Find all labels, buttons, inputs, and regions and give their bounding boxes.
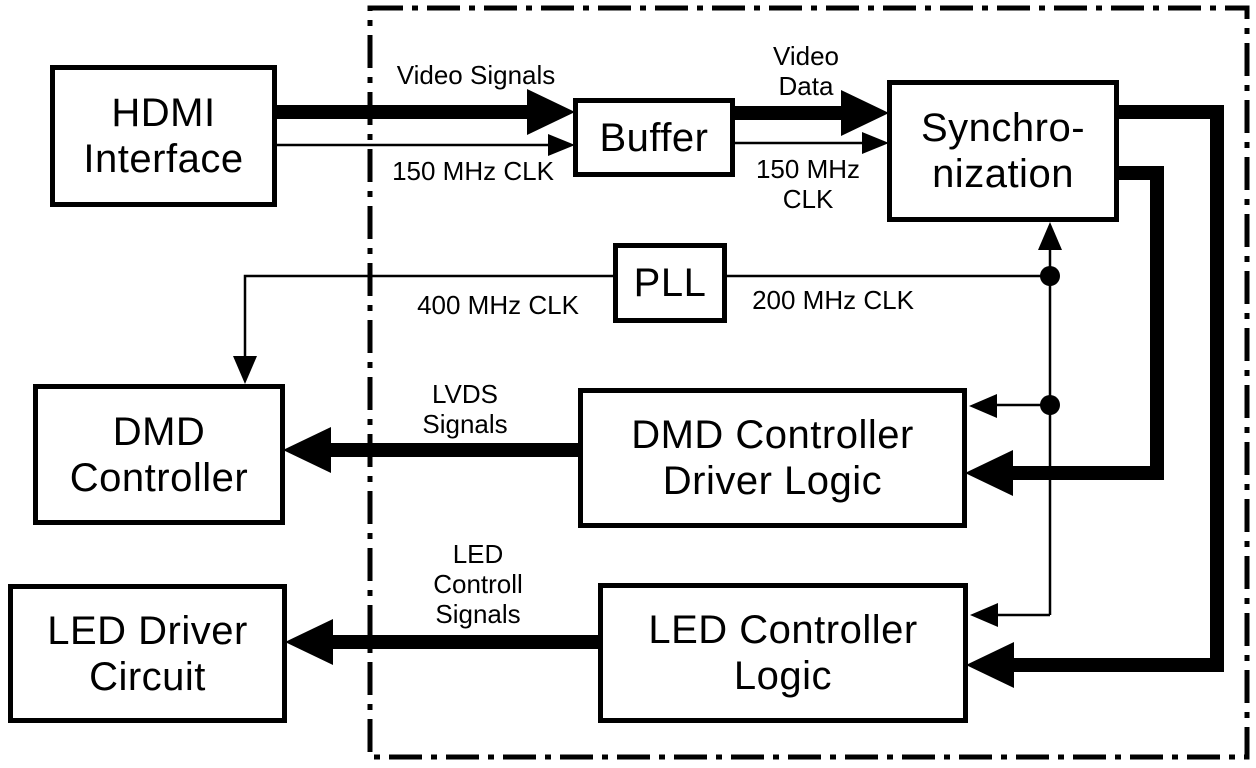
label-led-control-signals: LED Controll Signals [433, 539, 523, 629]
label-clk150-left: 150 MHz CLK [392, 156, 554, 187]
label-clk150-right: 150 MHz CLK [755, 154, 861, 214]
edge-sync-to-led-logic-arrowhead [966, 642, 1014, 688]
label-clk400: 400 MHz CLK [417, 290, 579, 321]
edge-clk200-to-sync-arrowhead [1038, 222, 1062, 250]
fpga-boundary [367, 5, 1250, 760]
edge-clk400-arrowhead [233, 356, 257, 384]
label-lvds-signals: LVDS Signals [422, 379, 508, 439]
edge-lvds-arrowhead [283, 427, 331, 473]
edge-video-data-arrowhead [841, 90, 889, 136]
edge-clk400-line [243, 274, 613, 358]
node-buffer: Buffer [573, 98, 735, 177]
node-dmd-controller-driver-logic: DMD Controller Driver Logic [578, 388, 967, 528]
label-video-signals: Video Signals [396, 60, 556, 91]
node-led-driver-circuit: LED Driver Circuit [8, 584, 287, 723]
edge-video-signals-arrowhead [527, 89, 575, 135]
junction-dot-clk200-lower [1040, 395, 1060, 415]
edge-led-control-arrowhead [285, 619, 333, 665]
node-hdmi-interface: HDMI Interface [50, 65, 277, 207]
node-led-controller-logic: LED Controller Logic [598, 583, 968, 723]
junction-dot-clk200-upper [1040, 266, 1060, 286]
edge-clk150-right-arrowhead [862, 132, 889, 154]
label-clk200: 200 MHz CLK [752, 285, 914, 316]
edge-sync-to-dmd-driver-line [1013, 166, 1164, 480]
edge-clk200-to-dmd-driver-arrowhead [969, 394, 997, 418]
edge-sync-to-led-logic-line [1014, 105, 1224, 672]
edge-clk200-to-led-logic-arrowhead [970, 603, 998, 627]
node-dmd-controller: DMD Controller [33, 384, 285, 525]
node-pll: PLL [613, 243, 727, 323]
edge-clk150-left-arrowhead [548, 134, 575, 156]
node-synchronization: Synchro- nization [887, 80, 1119, 222]
edge-sync-to-dmd-driver-arrowhead [965, 450, 1013, 496]
label-video-data: Video Data [772, 41, 840, 101]
